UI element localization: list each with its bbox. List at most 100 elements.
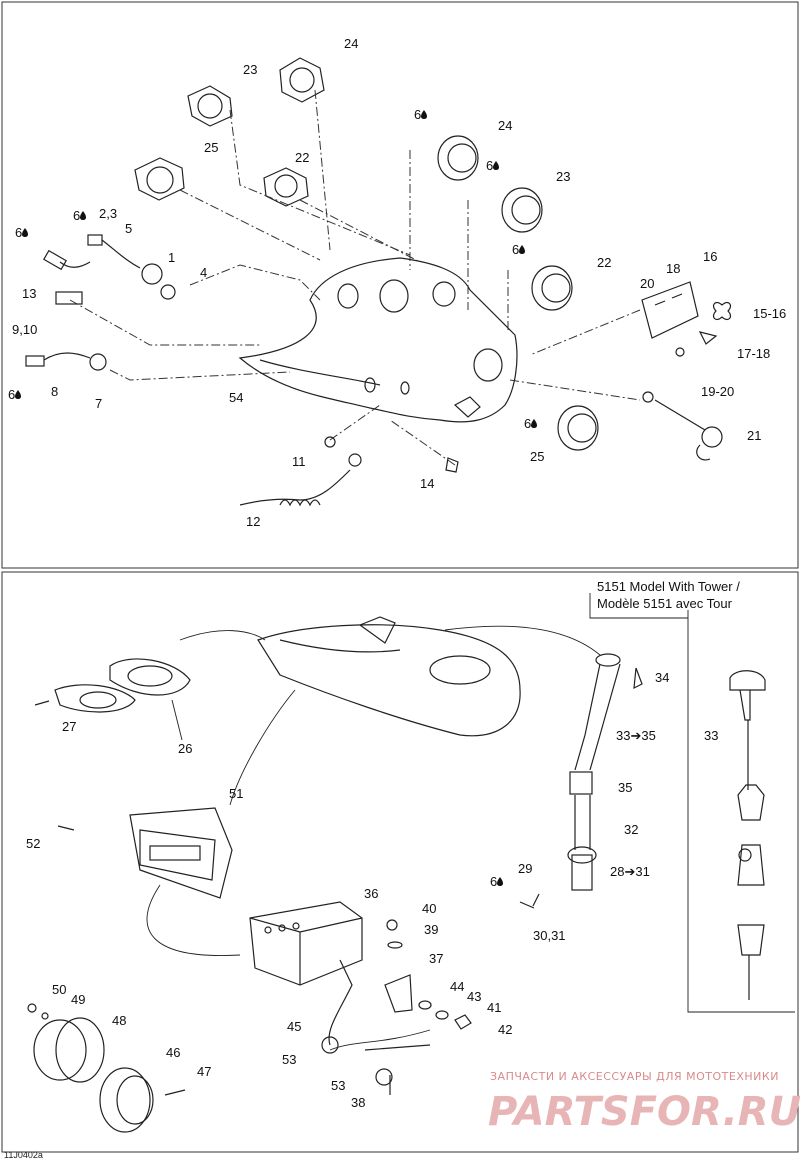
- figure-code: 11J0402a: [4, 1150, 43, 1160]
- callout-label: 25: [204, 140, 218, 155]
- callout-label: 7: [95, 396, 102, 411]
- callout-label: 2,3: [99, 206, 117, 221]
- callout-label: 8: [51, 384, 58, 399]
- amplifier-box: [249, 901, 431, 1095]
- callout-label: 17-18: [737, 346, 770, 361]
- bottom-panel-frame: [1, 571, 799, 1153]
- callout-label: 9,10: [12, 322, 37, 337]
- callout-label: 13: [22, 286, 36, 301]
- callout-label: 6: [486, 158, 493, 173]
- tower-light-right: [729, 670, 766, 1000]
- callout-label: 6: [512, 242, 519, 257]
- callout-label: 23: [556, 169, 570, 184]
- mirrors: [34, 658, 191, 741]
- oil-drop-icon: [22, 228, 28, 237]
- callout-label: 1: [168, 250, 175, 265]
- callout-label: 26: [178, 741, 192, 756]
- callout-label: 41: [487, 1000, 501, 1015]
- callout-label: 24: [344, 36, 358, 51]
- callout-label: 36: [364, 886, 378, 901]
- top-panel-frame: [1, 1, 799, 569]
- callout-label: 20: [640, 276, 654, 291]
- callout-label: 37: [429, 951, 443, 966]
- callout-label: 43: [467, 989, 481, 1004]
- gauges-right: [437, 135, 599, 451]
- callout-label: 40: [422, 901, 436, 916]
- tower-model-box: 5151 Model With Tower / Modèle 5151 avec…: [597, 579, 740, 611]
- callout-label: 52: [26, 836, 40, 851]
- callout-label: 22: [295, 150, 309, 165]
- callout-label: 34: [655, 670, 669, 685]
- callout-label: 50: [52, 982, 66, 997]
- oil-drop-icon: [493, 161, 499, 170]
- callout-label: 6: [524, 416, 531, 431]
- callout-label: 35: [618, 780, 632, 795]
- callout-label: 14: [420, 476, 434, 491]
- callout-label: 6: [15, 225, 22, 240]
- callout-label: 19-20: [701, 384, 734, 399]
- callout-label: 22: [597, 255, 611, 270]
- callout-label: 16: [703, 249, 717, 264]
- callout-label: 32: [624, 822, 638, 837]
- coil-cable: [239, 436, 459, 507]
- callout-label: 5: [125, 221, 132, 236]
- tower-box-line1: 5151 Model With Tower /: [597, 579, 740, 594]
- bracket-hardware: [384, 919, 472, 1030]
- callout-label: 24: [498, 118, 512, 133]
- callout-label: 39: [424, 922, 438, 937]
- callout-label: 23: [243, 62, 257, 77]
- callout-label: 30,31: [533, 928, 566, 943]
- watermark-brand: PARTSFOR.RU: [488, 1089, 800, 1135]
- oil-drop-icon: [531, 419, 537, 428]
- gauge-bezel-parts: [134, 57, 325, 207]
- callout-label: 54: [229, 390, 243, 405]
- leader-lines-top: [69, 89, 641, 466]
- callout-label: 38: [351, 1095, 365, 1110]
- stereo-unit: [57, 807, 233, 899]
- bottom-leaders: [146, 593, 795, 1051]
- oil-drop-icon: [80, 211, 86, 220]
- callout-label: 6: [73, 208, 80, 223]
- oil-drop-icon: [15, 390, 21, 399]
- speakers: [27, 1003, 186, 1133]
- callout-label: 4: [200, 265, 207, 280]
- callout-label: 21: [747, 428, 761, 443]
- callout-label: 46: [166, 1045, 180, 1060]
- callout-label: 6: [490, 874, 497, 889]
- hull-watercraft: [257, 616, 521, 737]
- callout-label: 6: [414, 107, 421, 122]
- callout-label: 15-16: [753, 306, 786, 321]
- callout-label: 45: [287, 1019, 301, 1034]
- callout-label: 29: [518, 861, 532, 876]
- watermark-tagline: ЗАПЧАСТИ И АКСЕССУАРЫ ДЛЯ МОТОТЕХНИКИ: [490, 1070, 779, 1083]
- callout-label: 44: [450, 979, 464, 994]
- callout-label: 25: [530, 449, 544, 464]
- callout-labels-bottom: 34 27 33➔35 33 26 51 35 52 32 29 28➔31 6 36 40 39 30,31…: [26, 670, 718, 1110]
- left-switches: [25, 234, 176, 371]
- callout-label: 53: [282, 1052, 296, 1067]
- callout-label: 49: [71, 992, 85, 1007]
- callout-label: 18: [666, 261, 680, 276]
- oil-drop-icon: [421, 110, 427, 119]
- callout-label: 33➔35: [616, 728, 656, 743]
- switch-panel: [641, 281, 732, 403]
- tower-box-line2: Modèle 5151 avec Tour: [597, 596, 733, 611]
- callout-label: 6: [8, 387, 15, 402]
- callout-label: 47: [197, 1064, 211, 1079]
- oil-drop-icon: [519, 245, 525, 254]
- callout-label: 42: [498, 1022, 512, 1037]
- oil-drop-icon: [497, 877, 503, 886]
- callout-label: 28➔31: [610, 864, 650, 879]
- callout-label: 53: [331, 1078, 345, 1093]
- callout-label: 51: [229, 786, 243, 801]
- tower-light: [519, 653, 643, 909]
- accessory-socket: [654, 399, 723, 461]
- callout-label: 33: [704, 728, 718, 743]
- callout-label: 27: [62, 719, 76, 734]
- callout-label: 11: [292, 454, 306, 469]
- console-housing: [238, 257, 518, 423]
- callout-label: 12: [246, 514, 260, 529]
